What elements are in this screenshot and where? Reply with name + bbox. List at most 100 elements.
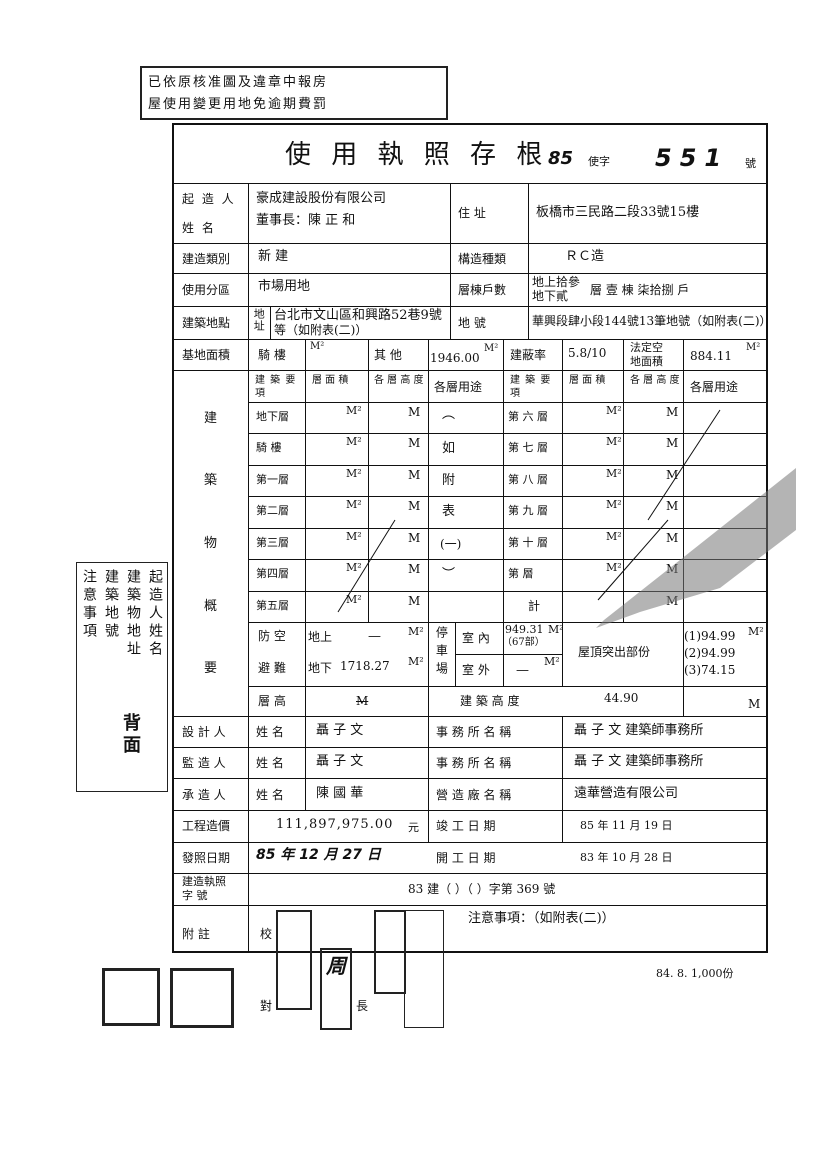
designer-name-label: 姓 名	[256, 725, 284, 739]
floor-left-6: 第五層	[256, 599, 289, 612]
ratio-label: 建蔽率	[510, 348, 547, 362]
air-raid-label1: 防 空	[258, 629, 286, 643]
unit-m2-r2: M²	[606, 467, 622, 480]
unit-m2-l0: M²	[346, 404, 362, 417]
use-note-5: ︶	[442, 567, 456, 582]
legal-label2: 地面積	[630, 355, 663, 368]
builder-company: 豪成建設股份有限公司	[256, 191, 387, 206]
hdr-height-right: 各 層 高 度	[630, 375, 680, 386]
roof-label: 屋頂突出部份	[578, 645, 651, 659]
side-label-3: 概	[204, 599, 218, 614]
unit-m2-l1: M²	[346, 435, 362, 448]
pair-label: 對	[260, 999, 273, 1013]
designer-name: 聶 子 文	[316, 723, 364, 738]
supervisor-name: 聶 子 文	[316, 754, 364, 769]
contractor-office-label: 營 造 廠 名 稱	[436, 788, 512, 802]
construction-type-label: 建造類別	[182, 252, 231, 266]
air-raid-label2: 避 難	[258, 661, 286, 675]
use-note-4: (一)	[440, 537, 462, 551]
start-date-label: 開 工 日 期	[436, 851, 496, 865]
permit-year: 85	[548, 148, 574, 169]
air-raid-dash: —	[368, 629, 381, 644]
hdr-use-left: 各層用途	[434, 380, 483, 394]
notes-text: 注意事項：（如附表(二)）	[468, 911, 615, 926]
lot-value: 華興段肆小段144號13筆地號（如附表(二)）	[532, 314, 772, 328]
air-raid-above: 地上	[308, 630, 333, 644]
floors-label: 層棟戶數	[458, 283, 507, 297]
floors-above: 地上拾參	[532, 275, 581, 289]
zoning-label: 使用分區	[182, 283, 231, 297]
side-label-4: 要	[204, 661, 218, 676]
hdr-height-left: 各 層 高 度	[374, 375, 424, 386]
completion-label: 竣 工 日 期	[436, 819, 496, 833]
designer-office: 聶 子 文 建築師事務所	[574, 723, 704, 738]
chief-label: 長	[356, 999, 369, 1013]
unit-m-l2: M	[408, 468, 421, 482]
side-label-0: 建	[204, 411, 218, 426]
use-note-2: 附	[442, 473, 456, 488]
notes-label: 附 註	[182, 927, 210, 941]
floor-left-2: 第一層	[256, 473, 289, 486]
unit-m2-l4: M²	[346, 530, 362, 543]
issue-date-label: 發照日期	[182, 851, 231, 865]
other-unit: M²	[484, 343, 499, 354]
unit-m2-r5: M²	[606, 561, 622, 574]
top-stamp-line2: 屋使用變更用地免逾期費罰	[148, 97, 329, 112]
seal-stamp-2-char: 周	[326, 954, 346, 978]
use-note-1: 如	[442, 441, 456, 456]
use-note-3: 表	[442, 504, 456, 519]
permit-number: 551	[655, 144, 730, 172]
side-label-1: 築	[204, 473, 218, 488]
cost-value: 111,897,975.00	[276, 817, 394, 832]
unit-m2-l5: M²	[346, 561, 362, 574]
unit-m2-l6: M²	[346, 593, 362, 606]
ratio-value: 5.8/10	[568, 346, 607, 360]
strike-right-mid	[597, 519, 669, 601]
zoning-value: 市場用地	[258, 279, 311, 294]
structure-label: 構造種類	[458, 252, 507, 266]
floor-right-1: 第 七 層	[508, 441, 548, 454]
air-raid-below: 地下	[308, 661, 333, 675]
issue-date-value: 85 年 12 月 27 日	[256, 847, 381, 863]
hdr-use-right: 各層用途	[690, 380, 739, 394]
unit-m-l0: M	[408, 405, 421, 419]
site-label: 建築地點	[182, 316, 231, 330]
check-label: 校	[260, 927, 273, 941]
hdr-item-right: 建 築 要 項	[510, 375, 552, 399]
floor-right-5: 第 層	[508, 567, 534, 580]
site-address: 台北市文山區和興路52巷9號	[274, 308, 442, 323]
hdr-item-left: 建 築 要 項	[255, 375, 297, 399]
builder-address: 板橋市三民路二段33號15樓	[536, 205, 700, 220]
builder-chairman: 董事長：陳 正 和	[256, 213, 356, 228]
contractor-name-label: 姓 名	[256, 788, 284, 802]
air-raid-below-value: 1718.27	[340, 659, 390, 673]
legal-unit: M²	[746, 342, 761, 353]
bottom-seal-1	[102, 968, 160, 1026]
side-note-back: 背面	[120, 713, 141, 757]
parking-indoor-label: 室 內	[462, 631, 490, 645]
contractor-name: 陳 國 華	[316, 786, 364, 801]
unit-m-l6: M	[408, 594, 421, 608]
unit-m2-l3: M²	[346, 498, 362, 511]
floor-right-2: 第 八 層	[508, 473, 548, 486]
side-note-col2: 建築物地址	[125, 569, 141, 659]
legal-label1: 法定空	[630, 341, 663, 354]
roof-v2: (2)94.99	[684, 646, 736, 660]
roof-v1: (1)94.99	[684, 629, 736, 643]
air-raid-unit-above: M²	[408, 625, 424, 638]
build-permit-value: 83 建（ ）（ ）字第 369 號	[408, 882, 556, 896]
unit-m-r0: M	[666, 405, 679, 419]
floor-right-0: 第 六 層	[508, 410, 548, 423]
floors-rest: 層 壹 棟 柒拾捌 戶	[590, 283, 690, 297]
floor-left-3: 第二層	[256, 504, 289, 517]
roof-unit: M²	[748, 625, 764, 638]
construction-type-value: 新 建	[258, 249, 289, 264]
parking-outdoor-label: 室 外	[462, 663, 490, 677]
seal-stamp-4	[404, 910, 444, 1028]
top-approval-stamp: 已依原核准圖及違章中報房 屋使用變更用地免逾期費罰	[140, 66, 448, 120]
contractor-label: 承 造 人	[182, 788, 226, 802]
supervisor-label: 監 造 人	[182, 756, 226, 770]
seal-stamp-1	[276, 910, 312, 1010]
floor-right-3: 第 九 層	[508, 504, 548, 517]
